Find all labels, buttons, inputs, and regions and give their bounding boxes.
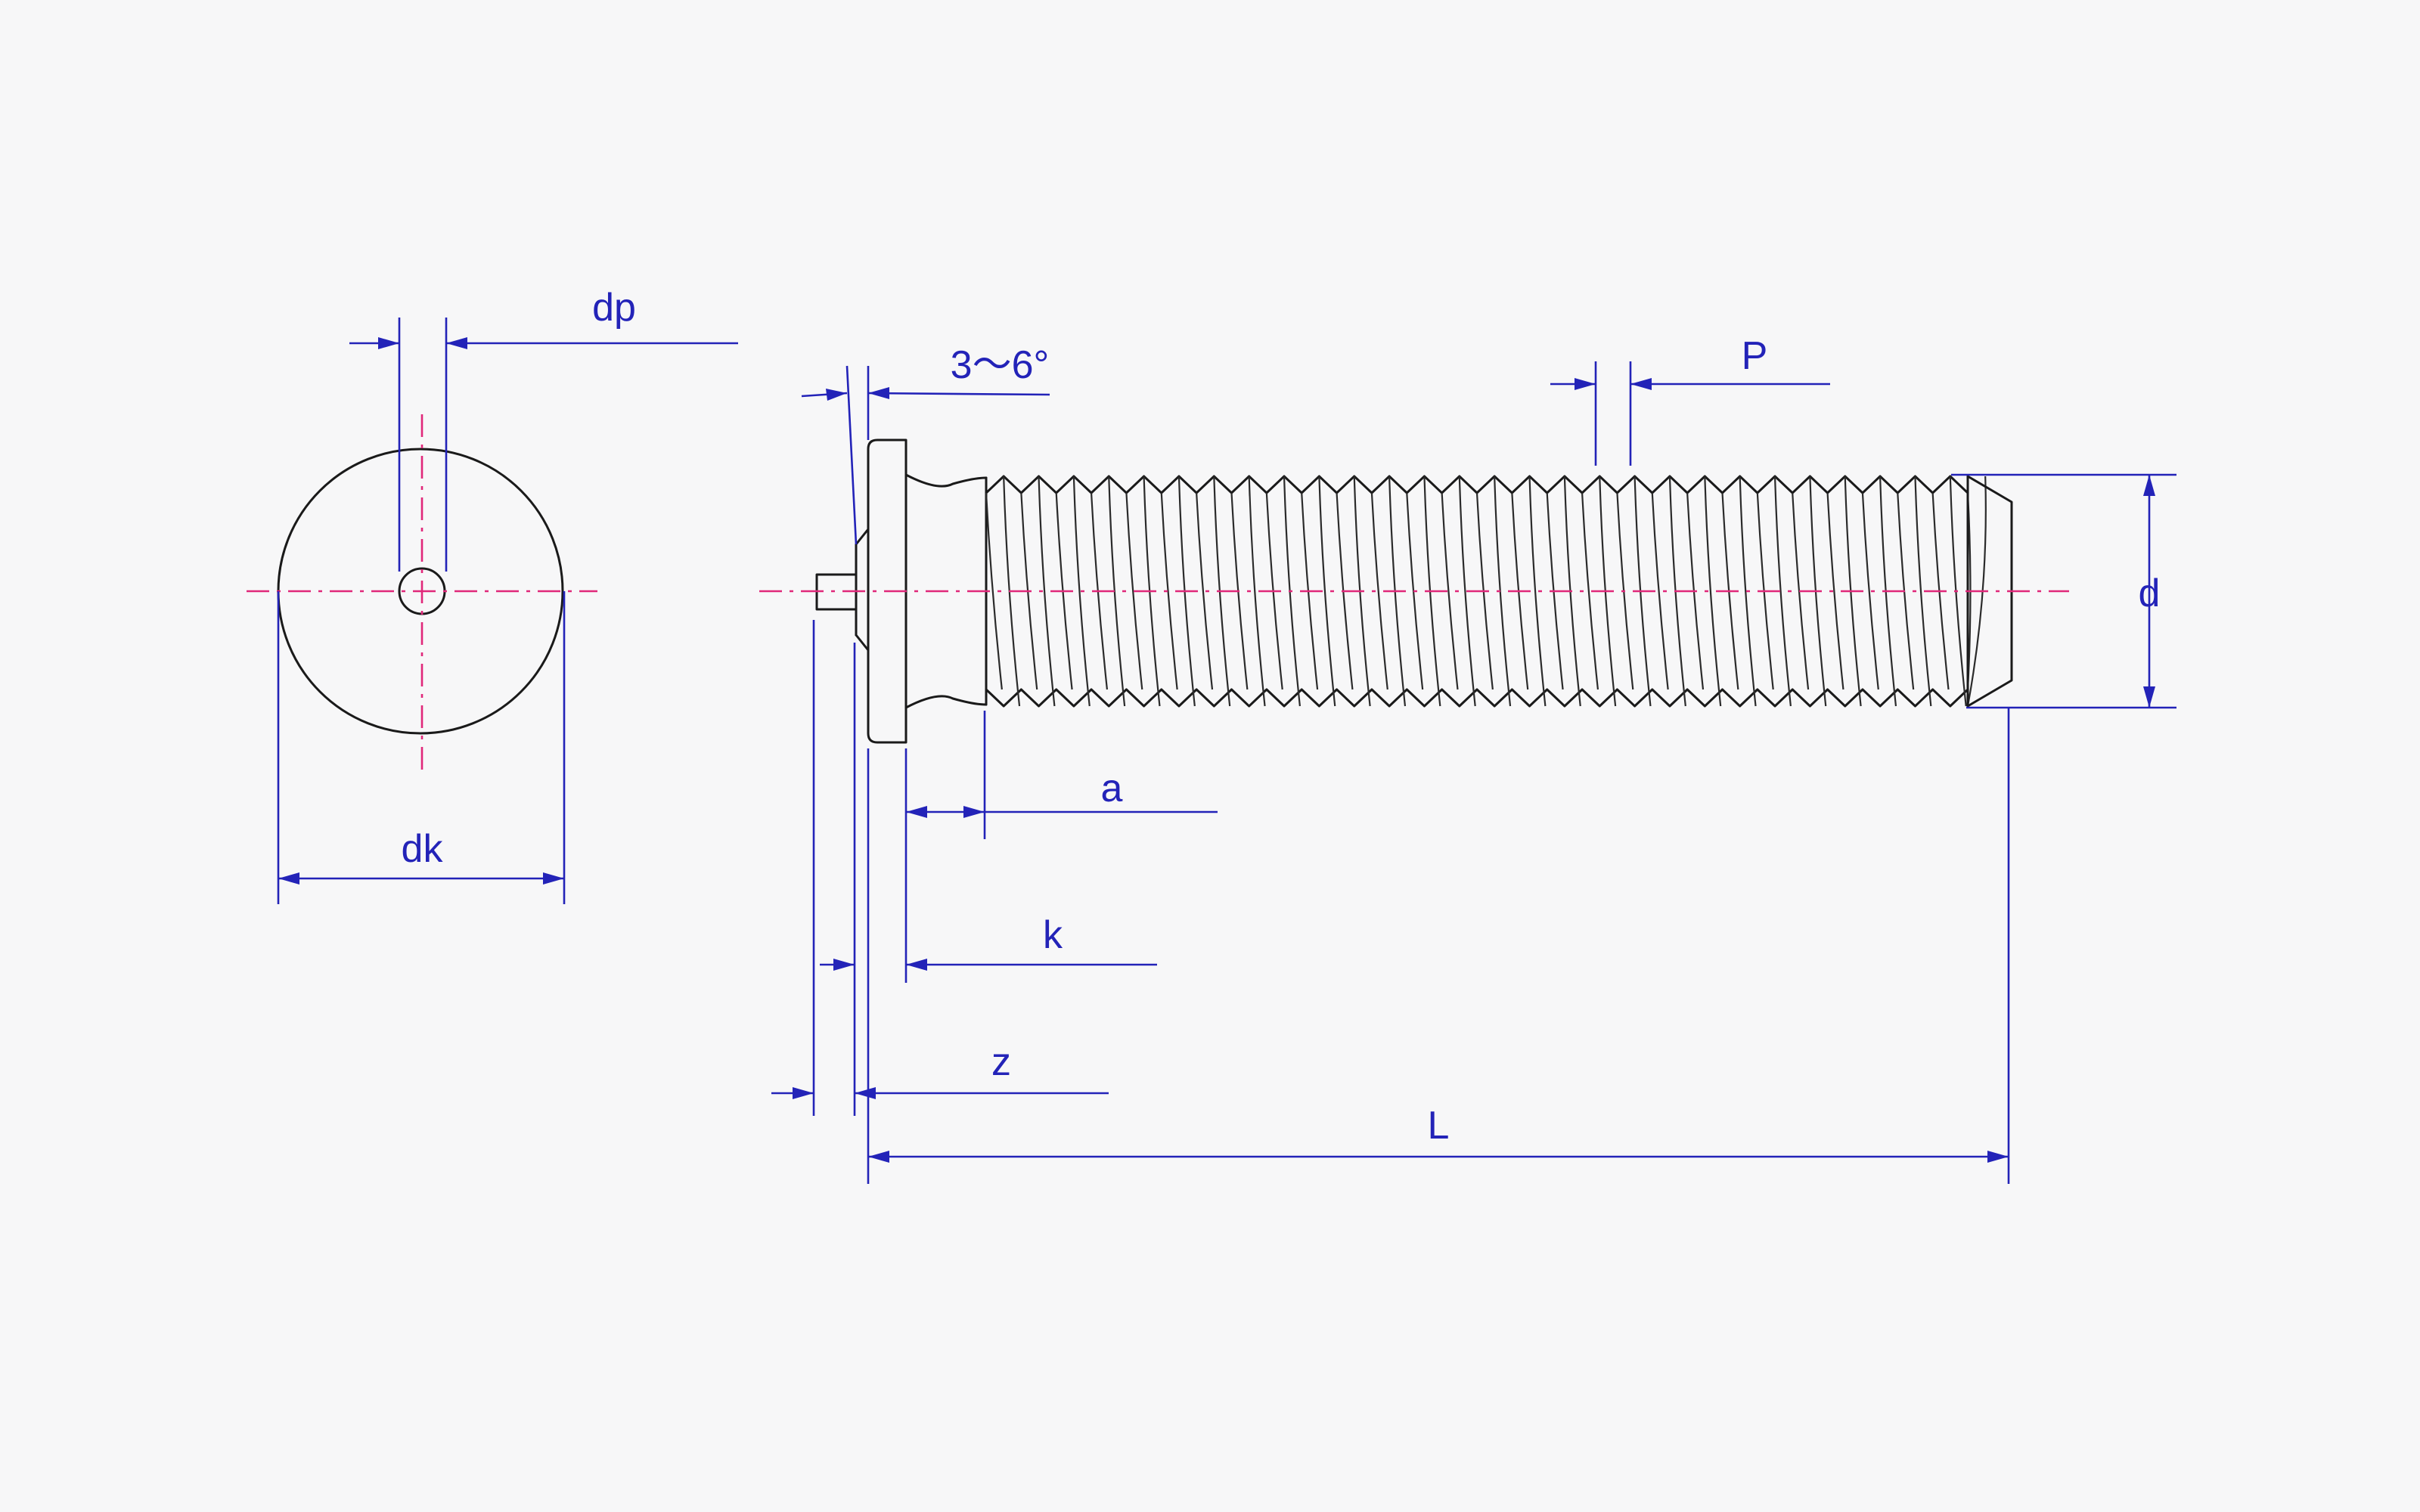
pitch-arrow-right — [1630, 378, 1652, 390]
thread-profile — [985, 475, 1987, 708]
thread-helix-line — [1914, 476, 1932, 707]
thread-root-line — [1792, 492, 1810, 690]
thread-helix-line — [1458, 476, 1476, 707]
L-arrow-left — [868, 1151, 889, 1163]
z-arrow-left — [793, 1087, 814, 1099]
side-view — [759, 438, 2069, 744]
thread-helix-line — [1528, 476, 1547, 707]
dk-arrow-left — [278, 872, 299, 885]
flange-taper-bottom — [855, 634, 870, 652]
thread-helix-line — [1248, 476, 1266, 707]
thread-helix-line — [1773, 476, 1792, 707]
angle-arrow-right — [868, 387, 889, 399]
thread-helix-line — [1072, 476, 1091, 707]
a-arrow-right — [963, 806, 985, 818]
thread-root-line — [1196, 492, 1214, 690]
neck-fillet-bottom — [904, 695, 988, 709]
dp-arrow-right — [446, 337, 467, 349]
side-view-dimensions: 3～6° P d a k — [771, 334, 2176, 1184]
angle-extension-taper — [845, 365, 858, 545]
thread-root-line — [1581, 492, 1599, 690]
z-label: z — [991, 1040, 1011, 1084]
thread-root-line — [1370, 492, 1388, 690]
flange-taper-top — [855, 528, 870, 546]
thread-crest-top — [985, 475, 1969, 494]
d-arrow-bottom — [2143, 686, 2155, 708]
thread-helix-line — [1739, 476, 1757, 707]
thread-root-line — [1826, 492, 1844, 690]
dk-label: dk — [402, 827, 444, 871]
dk-arrow-right — [543, 872, 564, 885]
k-label: k — [1043, 913, 1063, 957]
thread-root-line — [1125, 492, 1143, 690]
thread-crest-bottom — [985, 688, 1969, 708]
pitch-arrow-left — [1575, 378, 1596, 390]
thread-root-line — [985, 492, 1003, 690]
thread-helix-line — [1949, 476, 1967, 707]
z-arrow-right — [855, 1087, 876, 1099]
L-label: L — [1428, 1104, 1450, 1148]
thread-root-line — [1651, 492, 1669, 690]
pitch-label: P — [1742, 334, 1768, 378]
L-arrow-right — [1987, 1151, 2009, 1163]
neck-fillet-top — [904, 473, 988, 488]
thread-root-line — [1441, 492, 1459, 690]
a-label: a — [1101, 767, 1123, 810]
thread-helix-line — [1704, 476, 1722, 707]
a-arrow-left — [906, 806, 927, 818]
d-arrow-top — [2143, 475, 2155, 496]
flange — [867, 438, 908, 744]
thread-helix-line — [1318, 476, 1336, 707]
d-label: d — [2139, 572, 2161, 615]
k-arrow-right — [906, 959, 927, 971]
end-view: dp dk — [247, 286, 738, 904]
angle-arrow-left — [826, 389, 847, 401]
angle-leader-right — [867, 392, 1050, 396]
dp-label: dp — [592, 286, 636, 330]
dp-arrow-left — [378, 337, 399, 349]
thread-root-line — [1160, 492, 1178, 690]
thread-root-line — [1861, 492, 1879, 690]
thread-root-line — [1406, 492, 1424, 690]
angle-label: 3～6° — [951, 343, 1050, 387]
k-arrow-left — [833, 959, 855, 971]
thread-helix-line — [1038, 476, 1056, 707]
